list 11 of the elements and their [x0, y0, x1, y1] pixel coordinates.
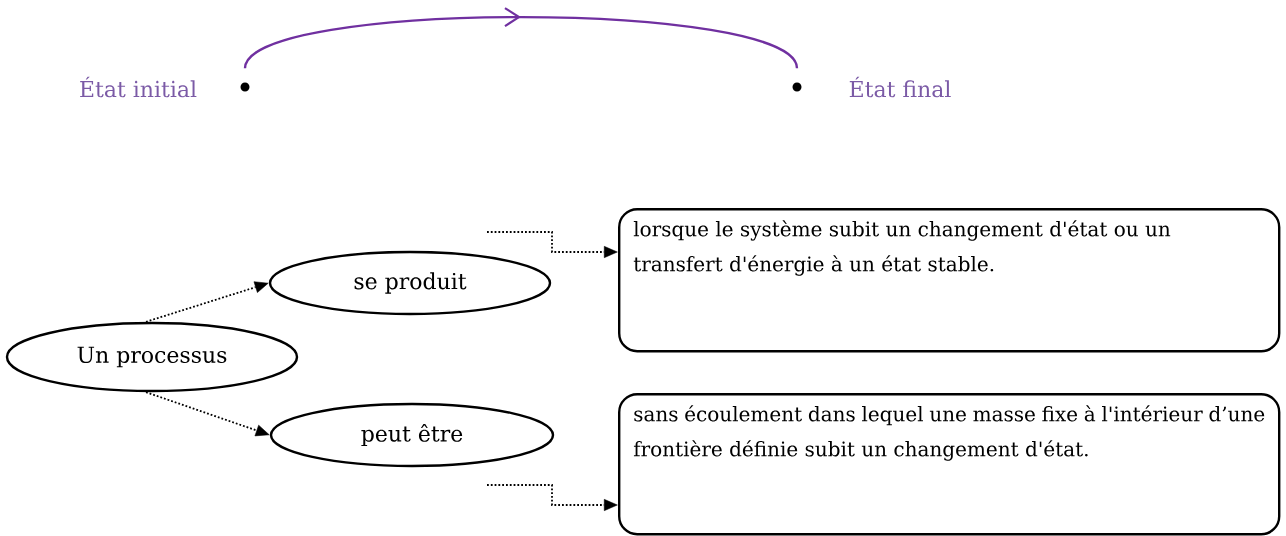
elbow-arrow: [486, 484, 618, 511]
dotted-arrow: [145, 391, 270, 437]
elbow-arrow: [486, 231, 618, 258]
rounded-box: lorsque le système subit un changement d'état ou un transfert d'énergie à un état stable.: [618, 208, 1281, 353]
ellipse-node: Un processus: [5, 321, 299, 393]
ellipse-node: peut être: [269, 402, 555, 468]
ellipse-node: se produit: [268, 250, 552, 316]
state-label: État final: [849, 76, 951, 98]
dotted-arrow: [145, 281, 269, 323]
rounded-box: sans écoulement dans lequel une masse fixe à l'intérieur d’une frontière définie subit un changement d'état.: [618, 393, 1281, 536]
state-label: État initial: [80, 76, 197, 98]
